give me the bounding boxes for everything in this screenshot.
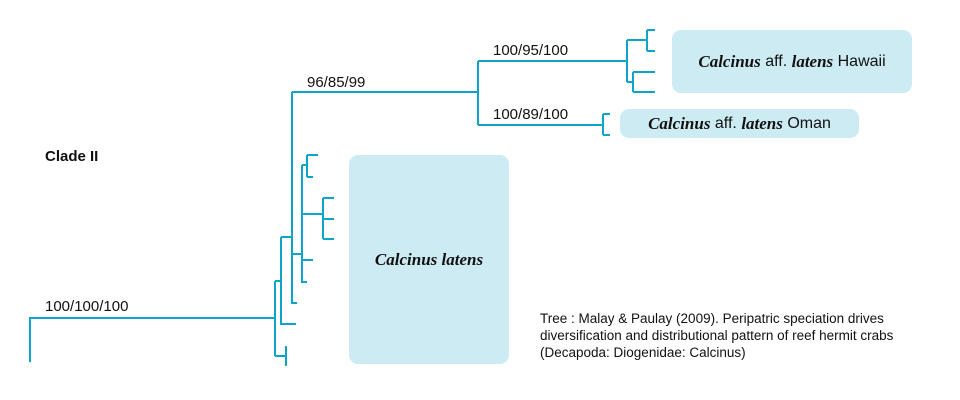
citation: Tree : Malay & Paulay (2009). Peripatric… bbox=[540, 311, 894, 360]
locality: Hawaii bbox=[837, 52, 886, 70]
support-upper: 96/85/99 bbox=[307, 74, 366, 91]
taxon-box-oman: Calcinus aff. latens Oman bbox=[620, 109, 859, 138]
oman-branch bbox=[478, 113, 610, 136]
clade-label: Clade II bbox=[45, 148, 99, 165]
taxon-box-latens: Calcinus latens bbox=[349, 155, 509, 364]
aff-text: aff. bbox=[765, 52, 788, 70]
genus-name: Calcinus bbox=[648, 113, 711, 133]
hawaii-branch bbox=[478, 29, 655, 93]
aff-text: aff. bbox=[714, 114, 737, 132]
species-name: Calcinus latens bbox=[374, 249, 484, 269]
support-root: 100/100/100 bbox=[45, 298, 129, 315]
species-name: latens bbox=[791, 51, 834, 71]
upper-branch bbox=[292, 61, 479, 125]
node-e bbox=[302, 197, 334, 240]
root-branch bbox=[29, 317, 275, 362]
taxon-box-hawaii: Calcinus aff. latens Hawaii bbox=[672, 30, 912, 93]
locality: Oman bbox=[787, 114, 831, 132]
support-oman: 100/89/100 bbox=[493, 106, 569, 123]
node-d bbox=[292, 165, 313, 283]
node-b bbox=[275, 237, 296, 325]
node-f bbox=[302, 154, 318, 178]
genus-name: Calcinus bbox=[698, 51, 761, 71]
node-a bbox=[274, 281, 287, 366]
tree-branches bbox=[29, 29, 655, 366]
species-name: latens bbox=[741, 113, 783, 133]
support-hawaii: 100/95/100 bbox=[493, 42, 569, 59]
node-c bbox=[281, 92, 297, 304]
